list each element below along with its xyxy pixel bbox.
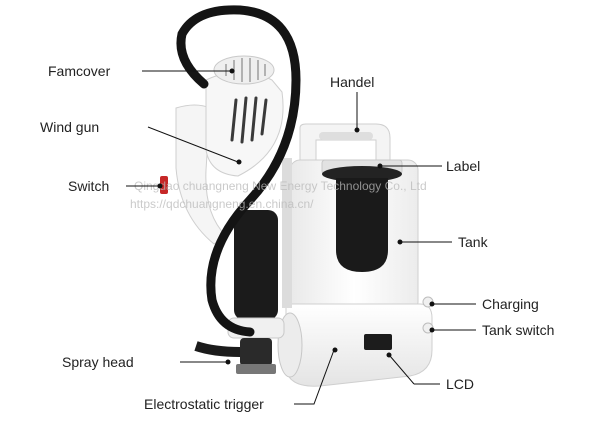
label-label: Label — [446, 158, 480, 174]
base-unit — [285, 303, 433, 387]
fan-cover — [213, 55, 275, 85]
lcd-screen — [364, 334, 392, 350]
label-spray-head: Spray head — [62, 354, 134, 370]
label-switch: Switch — [68, 178, 109, 194]
label-tank: Tank — [458, 234, 489, 250]
leader-dots — [157, 68, 435, 365]
back-frame — [282, 158, 292, 308]
label-famcover: Famcover — [48, 63, 111, 79]
leader-lines — [126, 70, 476, 405]
tank-handle — [299, 123, 391, 161]
label-tank-switch: Tank switch — [482, 322, 554, 338]
label-lcd: LCD — [446, 376, 474, 392]
watermark-line1: Qingdao chuangneng New Energy Technology… — [134, 179, 427, 193]
spray-lance — [234, 210, 278, 320]
handle-grip — [319, 132, 373, 140]
shoulder-strap — [194, 341, 241, 357]
spray-head — [240, 338, 272, 366]
spray-nozzle — [236, 364, 276, 374]
label-electrostatic-trigger: Electrostatic trigger — [144, 396, 264, 412]
tank-window — [336, 178, 388, 272]
gun-louvers — [230, 96, 268, 144]
switch-button — [160, 176, 168, 194]
label-handel: Handel — [330, 74, 374, 90]
hose — [176, 5, 301, 337]
label-wind-gun: Wind gun — [40, 119, 99, 135]
label-charging: Charging — [482, 296, 539, 312]
gun-handle — [175, 104, 227, 245]
watermark-line2: https://qdchuangneng.en.china.cn/ — [130, 197, 314, 211]
